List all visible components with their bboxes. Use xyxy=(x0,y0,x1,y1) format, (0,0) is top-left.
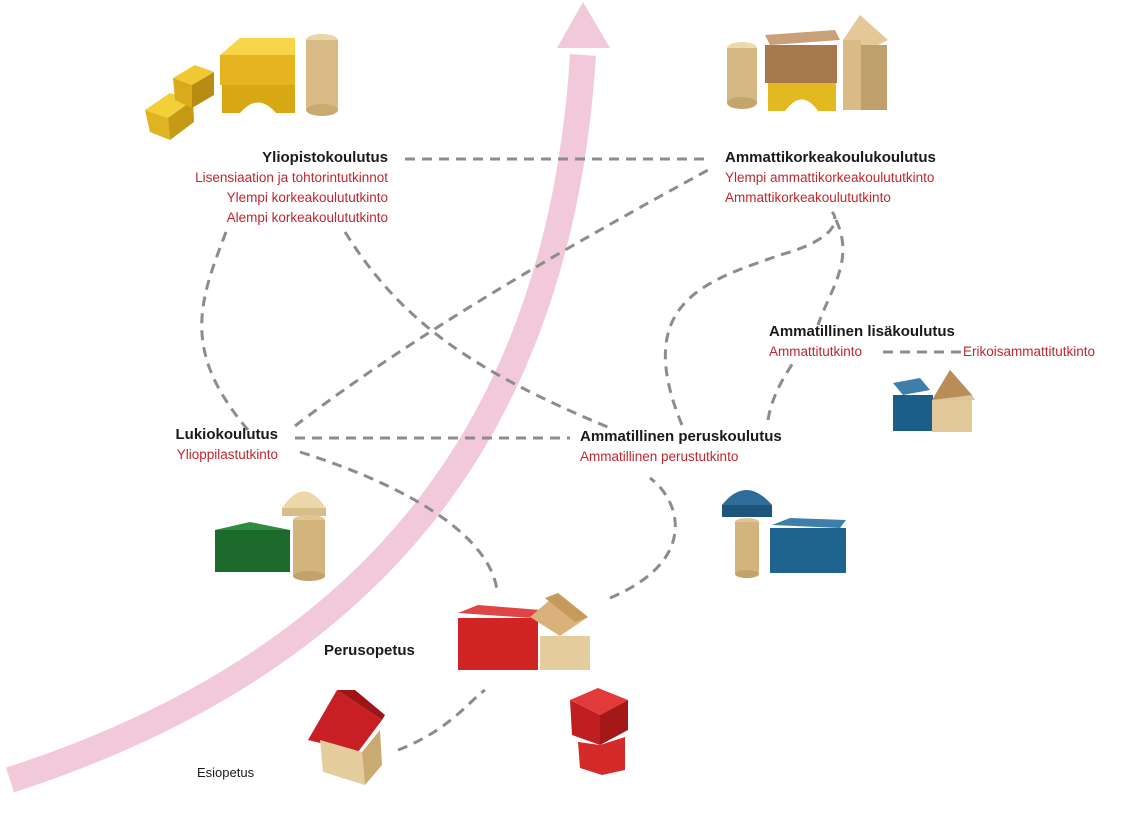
yellow-blocks-icon xyxy=(145,34,338,140)
degree-label: Ylempi ammattikorkeakoulututkinto xyxy=(725,170,935,185)
node-ammatillinen-lisakoulutus: Ammatillinen lisäkoulutus xyxy=(769,322,1069,342)
degree-erikoisammattitutkinto: Erikoisammattitutkinto xyxy=(963,342,1095,362)
node-ammatillinen-peruskoulutus: Ammatillinen peruskoulutus Ammatillinen … xyxy=(580,427,860,467)
node-title: Ammattikorkeakoulukoulutus xyxy=(725,149,936,166)
degree-label: Ylempi korkeakoulututkinto xyxy=(226,190,388,205)
connector-yliopisto-peruskoulutus xyxy=(343,231,611,430)
node-title: Lukiokoulutus xyxy=(175,426,279,443)
degree-label: Ammatillinen perustutkinto xyxy=(580,449,739,464)
blue-blocks-icon xyxy=(722,490,846,578)
natural-blocks-icon xyxy=(727,15,888,111)
node-title: Ammatillinen lisäkoulutus xyxy=(769,323,955,340)
connector-lines xyxy=(200,157,965,752)
connector-perusopetus-peruskoulutus xyxy=(609,476,677,600)
red-roof-house-icon xyxy=(308,690,385,785)
node-yliopistokoulutus: Yliopistokoulutus Lisensiaation ja tohto… xyxy=(148,148,388,228)
degree-ammattitutkinto: Ammattitutkinto xyxy=(769,342,862,362)
node-title: Yliopistokoulutus xyxy=(262,149,388,166)
connector-peruskoulutus-amk xyxy=(663,210,837,426)
progression-arrow xyxy=(5,54,596,793)
red-house-icon xyxy=(458,593,590,670)
degree-label: Lisensiaation ja tohtorintutkinnot xyxy=(195,170,388,185)
connector-peruskoulutus-lisakoulutus xyxy=(766,359,797,421)
node-title: Ammatillinen peruskoulutus xyxy=(580,428,782,445)
connector-lukio-amk xyxy=(294,168,709,428)
degree-label: Ammattitutkinto xyxy=(769,344,863,359)
node-lukiokoulutus: Lukiokoulutus Ylioppilastutkinto xyxy=(98,425,279,465)
degree-label: Erikoisammattitutkinto xyxy=(963,344,1096,359)
connector-esiopetus-perusopetus xyxy=(397,688,486,752)
node-title: Perusopetus xyxy=(324,642,415,659)
node-esiopetus: Esiopetus xyxy=(197,765,255,780)
connector-lukio-yliopisto xyxy=(200,231,250,431)
green-blocks-icon xyxy=(215,491,326,581)
connector-amk-lisakoulutus xyxy=(816,219,845,326)
connector-lukio-perusopetus xyxy=(299,450,499,591)
degree-label: Alempi korkeakoulututkinto xyxy=(226,210,388,225)
degree-label: Ylioppilastutkinto xyxy=(176,447,278,462)
node-perusopetus: Perusopetus xyxy=(324,641,415,661)
red-block-house-icon xyxy=(570,688,628,775)
blue-house-icon xyxy=(893,370,975,432)
arrow-head-icon xyxy=(557,2,610,48)
node-ammattikorkeakoulukoulutus: Ammattikorkeakoulukoulutus Ylempi ammatt… xyxy=(725,148,1005,208)
degree-label: Ammattikorkeakoulututkinto xyxy=(725,190,891,205)
